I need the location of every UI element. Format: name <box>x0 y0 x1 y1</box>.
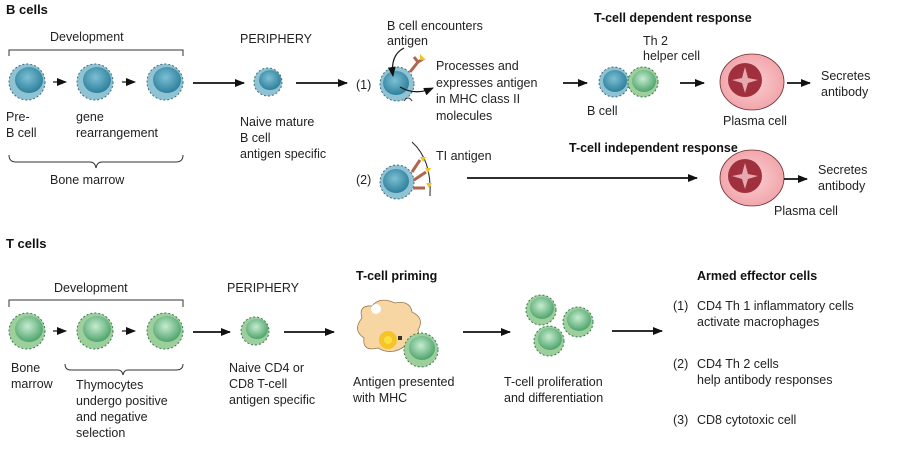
effector-1-text: CD4 Th 1 inflammatory cells activate mac… <box>697 299 854 329</box>
antigen-presenting-cell <box>357 299 421 352</box>
t-cell-independent-title: T-cell independent response <box>569 141 738 155</box>
processes-antigen-label: Processes and expresses antigen in MHC c… <box>436 59 538 123</box>
b-cell-ti-antigen <box>379 141 432 200</box>
bone-marrow-label: Bone marrow <box>50 173 125 187</box>
b-periphery-label: PERIPHERY <box>240 32 313 46</box>
effector-3-text: CD8 cytotoxic cell <box>697 413 797 427</box>
naive-t-cell-label: Naive CD4 or CD8 T-cell antigen specific <box>229 361 316 407</box>
b-cell-naive <box>253 67 283 97</box>
plasma-cell-label-1: Plasma cell <box>723 114 787 128</box>
b-development-label: Development <box>50 30 124 44</box>
t-cell-priming-title: T-cell priming <box>356 269 438 283</box>
naive-b-cell-label: Naive mature B cell antigen specific <box>240 115 327 161</box>
t-development-bracket <box>8 299 184 307</box>
gene-rearrangement-label: gene rearrangement <box>76 110 158 140</box>
b-cell-developed <box>146 63 184 101</box>
t-periphery-label: PERIPHERY <box>227 281 300 295</box>
b-cell-label: B cell <box>587 104 618 118</box>
b-cell-encounters-label: B cell encounters antigen <box>387 19 483 48</box>
thymocytes-brace <box>64 363 184 376</box>
path-2-marker: (2) <box>356 173 372 187</box>
plasma-cell-2 <box>719 149 785 207</box>
antigen-presented-label: Antigen presented with MHC <box>353 375 455 405</box>
proliferation-label: T-cell proliferation and differentiation <box>504 375 604 405</box>
t-cell-naive <box>240 316 270 346</box>
t-bone-marrow-label: Bone marrow <box>11 361 53 391</box>
ti-antigen-label: TI antigen <box>436 149 492 163</box>
b-cells-title: B cells <box>6 2 48 17</box>
secretes-antibody-label-1: Secretes antibody <box>821 69 871 99</box>
thymocyte-2 <box>146 312 184 350</box>
plasma-cell-1 <box>719 53 785 111</box>
thymocytes-label: Thymocytes undergo positive and negative… <box>76 378 168 440</box>
t-cells-title: T cells <box>6 236 47 251</box>
b-cell-rearranging <box>76 63 114 101</box>
effector-3-marker: (3) <box>673 413 689 427</box>
b-cell-pre <box>8 63 46 101</box>
development-bracket <box>8 49 184 56</box>
effector-1-marker: (1) <box>673 299 689 313</box>
t-cell-primed <box>403 332 439 368</box>
proliferating-t-cells <box>525 294 594 357</box>
secretes-antibody-label-2: Secretes antibody <box>818 163 868 193</box>
effector-2-marker: (2) <box>673 357 689 371</box>
t-development-label: Development <box>54 281 128 295</box>
plasma-cell-label-2: Plasma cell <box>774 204 838 218</box>
effector-2-text: CD4 Th 2 cells help antibody responses <box>697 357 833 387</box>
pre-b-cell-label: Pre- B cell <box>6 110 37 140</box>
armed-effector-title: Armed effector cells <box>697 269 818 283</box>
b-cell-encountering-antigen <box>379 47 434 102</box>
thymocyte-1 <box>76 312 114 350</box>
path-1-marker: (1) <box>356 78 372 92</box>
b-cell-with-th2 <box>598 66 659 98</box>
th2-helper-label: Th 2 helper cell <box>643 34 700 63</box>
t-cell-bone-marrow <box>8 312 46 350</box>
bone-marrow-brace <box>8 154 184 169</box>
t-cell-dependent-title: T-cell dependent response <box>594 11 752 25</box>
